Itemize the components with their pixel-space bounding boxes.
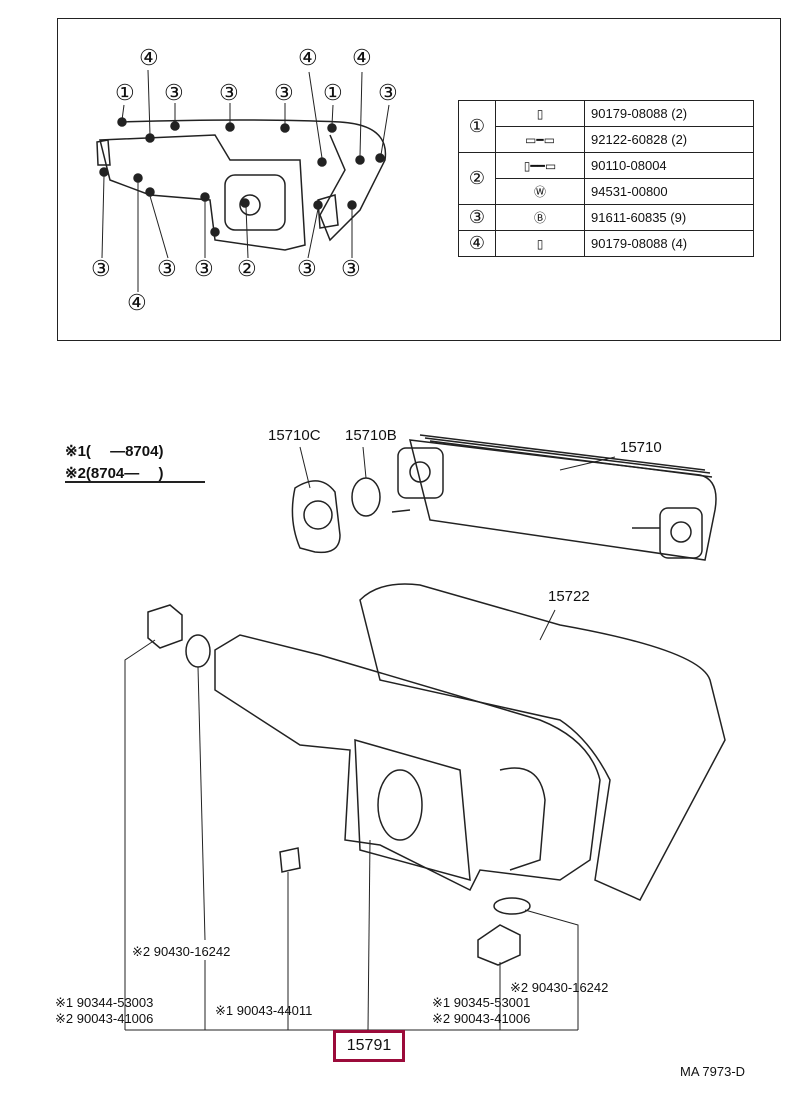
callout-3: ③ (164, 80, 184, 105)
part-number-link[interactable]: 92122-60828 (2) (584, 126, 754, 153)
part-label-right-plug-2[interactable]: ※2 90043-41006 (432, 1011, 531, 1026)
drain-plug-right (477, 897, 531, 966)
inset-bolt-holes (99, 117, 385, 237)
part-number-link[interactable]: 90110-08004 (584, 152, 754, 179)
part-number-link[interactable]: 94531-00800 (584, 178, 754, 205)
part-label-15710c[interactable]: 15710C (268, 427, 321, 444)
callout-2: ② (237, 256, 257, 281)
table-row: ②▯━━▭90110-08004 (458, 152, 754, 205)
callout-3: ③ (219, 80, 239, 105)
small-plug-mid (279, 847, 301, 873)
leader-lines (65, 446, 616, 1031)
inset-cover-drawing (96, 119, 387, 251)
cooler-cover-15791 (214, 634, 601, 892)
stud-bolt-icon: ▯ (495, 100, 585, 127)
part-label-15710b[interactable]: 15710B (345, 427, 397, 444)
part-number-link[interactable]: 90179-08088 (2) (584, 100, 754, 127)
part-label-15710[interactable]: 15710 (620, 439, 662, 456)
callout-3: ③ (378, 80, 398, 105)
fastener-inset (57, 18, 781, 341)
callout-4: ④ (298, 45, 318, 70)
table-row: ④▯90179-08088 (4) (458, 230, 754, 257)
part-label-left-gasket[interactable]: ※2 90430-16242 (132, 944, 231, 959)
part-label-left-plug-1[interactable]: ※1 90344-53003 (55, 995, 154, 1010)
fastener-table: ①▯90179-08088 (2) ▭━▭92122-60828 (2) ②▯━… (458, 100, 754, 257)
callout-3: ③ (91, 256, 111, 281)
callout-3: ③ (297, 256, 317, 281)
stud-icon: ▭━▭ (495, 126, 585, 153)
part-number-link[interactable]: 91611-60835 (9) (584, 204, 754, 231)
legend-note-2: ※2(8704— ) (65, 465, 164, 482)
o-ring-15710b (351, 477, 381, 517)
callout-3: ③ (157, 256, 177, 281)
table-row: ▭━▭92122-60828 (2) (459, 126, 754, 153)
part-number-link[interactable]: 90179-08088 (4) (584, 230, 754, 257)
part-label-left-plug-2[interactable]: ※2 90043-41006 (55, 1011, 154, 1026)
diagram-code: MA 7973-D (680, 1064, 746, 1079)
gasket-15722 (359, 583, 726, 901)
bolt-b-icon: Ⓑ (495, 204, 585, 231)
part-label-right-plug-1[interactable]: ※1 90345-53001 (432, 995, 531, 1010)
part-label-15722[interactable]: 15722 (548, 588, 590, 605)
part-label-mid-plug[interactable]: ※1 90043-44011 (215, 1003, 313, 1018)
callout-4: ④ (352, 45, 372, 70)
washer-w-icon: Ⓦ (495, 178, 585, 205)
oil-cooler-drawing (391, 434, 717, 561)
gasket-15710c (291, 480, 341, 554)
highlighted-part-15791[interactable]: 15791 (333, 1030, 405, 1062)
legend-note-1: ※1( —8704) (65, 443, 164, 460)
bolt-icon: ▯━━▭ (495, 152, 585, 179)
callout-1: ① (323, 80, 343, 105)
callout-4: ④ (139, 45, 159, 70)
part-label-right-gasket[interactable]: ※2 90430-16242 (510, 980, 609, 995)
callout-4: ④ (127, 290, 147, 315)
table-row: ①▯90179-08088 (2) (458, 100, 754, 153)
drain-plug-left (147, 604, 211, 668)
callout-3: ③ (341, 256, 361, 281)
stud-bolt-icon: ▯ (495, 230, 585, 257)
inset-leader-lines (101, 69, 390, 292)
callout-3: ③ (274, 80, 294, 105)
callout-1: ① (115, 80, 135, 105)
callout-3: ③ (194, 256, 214, 281)
